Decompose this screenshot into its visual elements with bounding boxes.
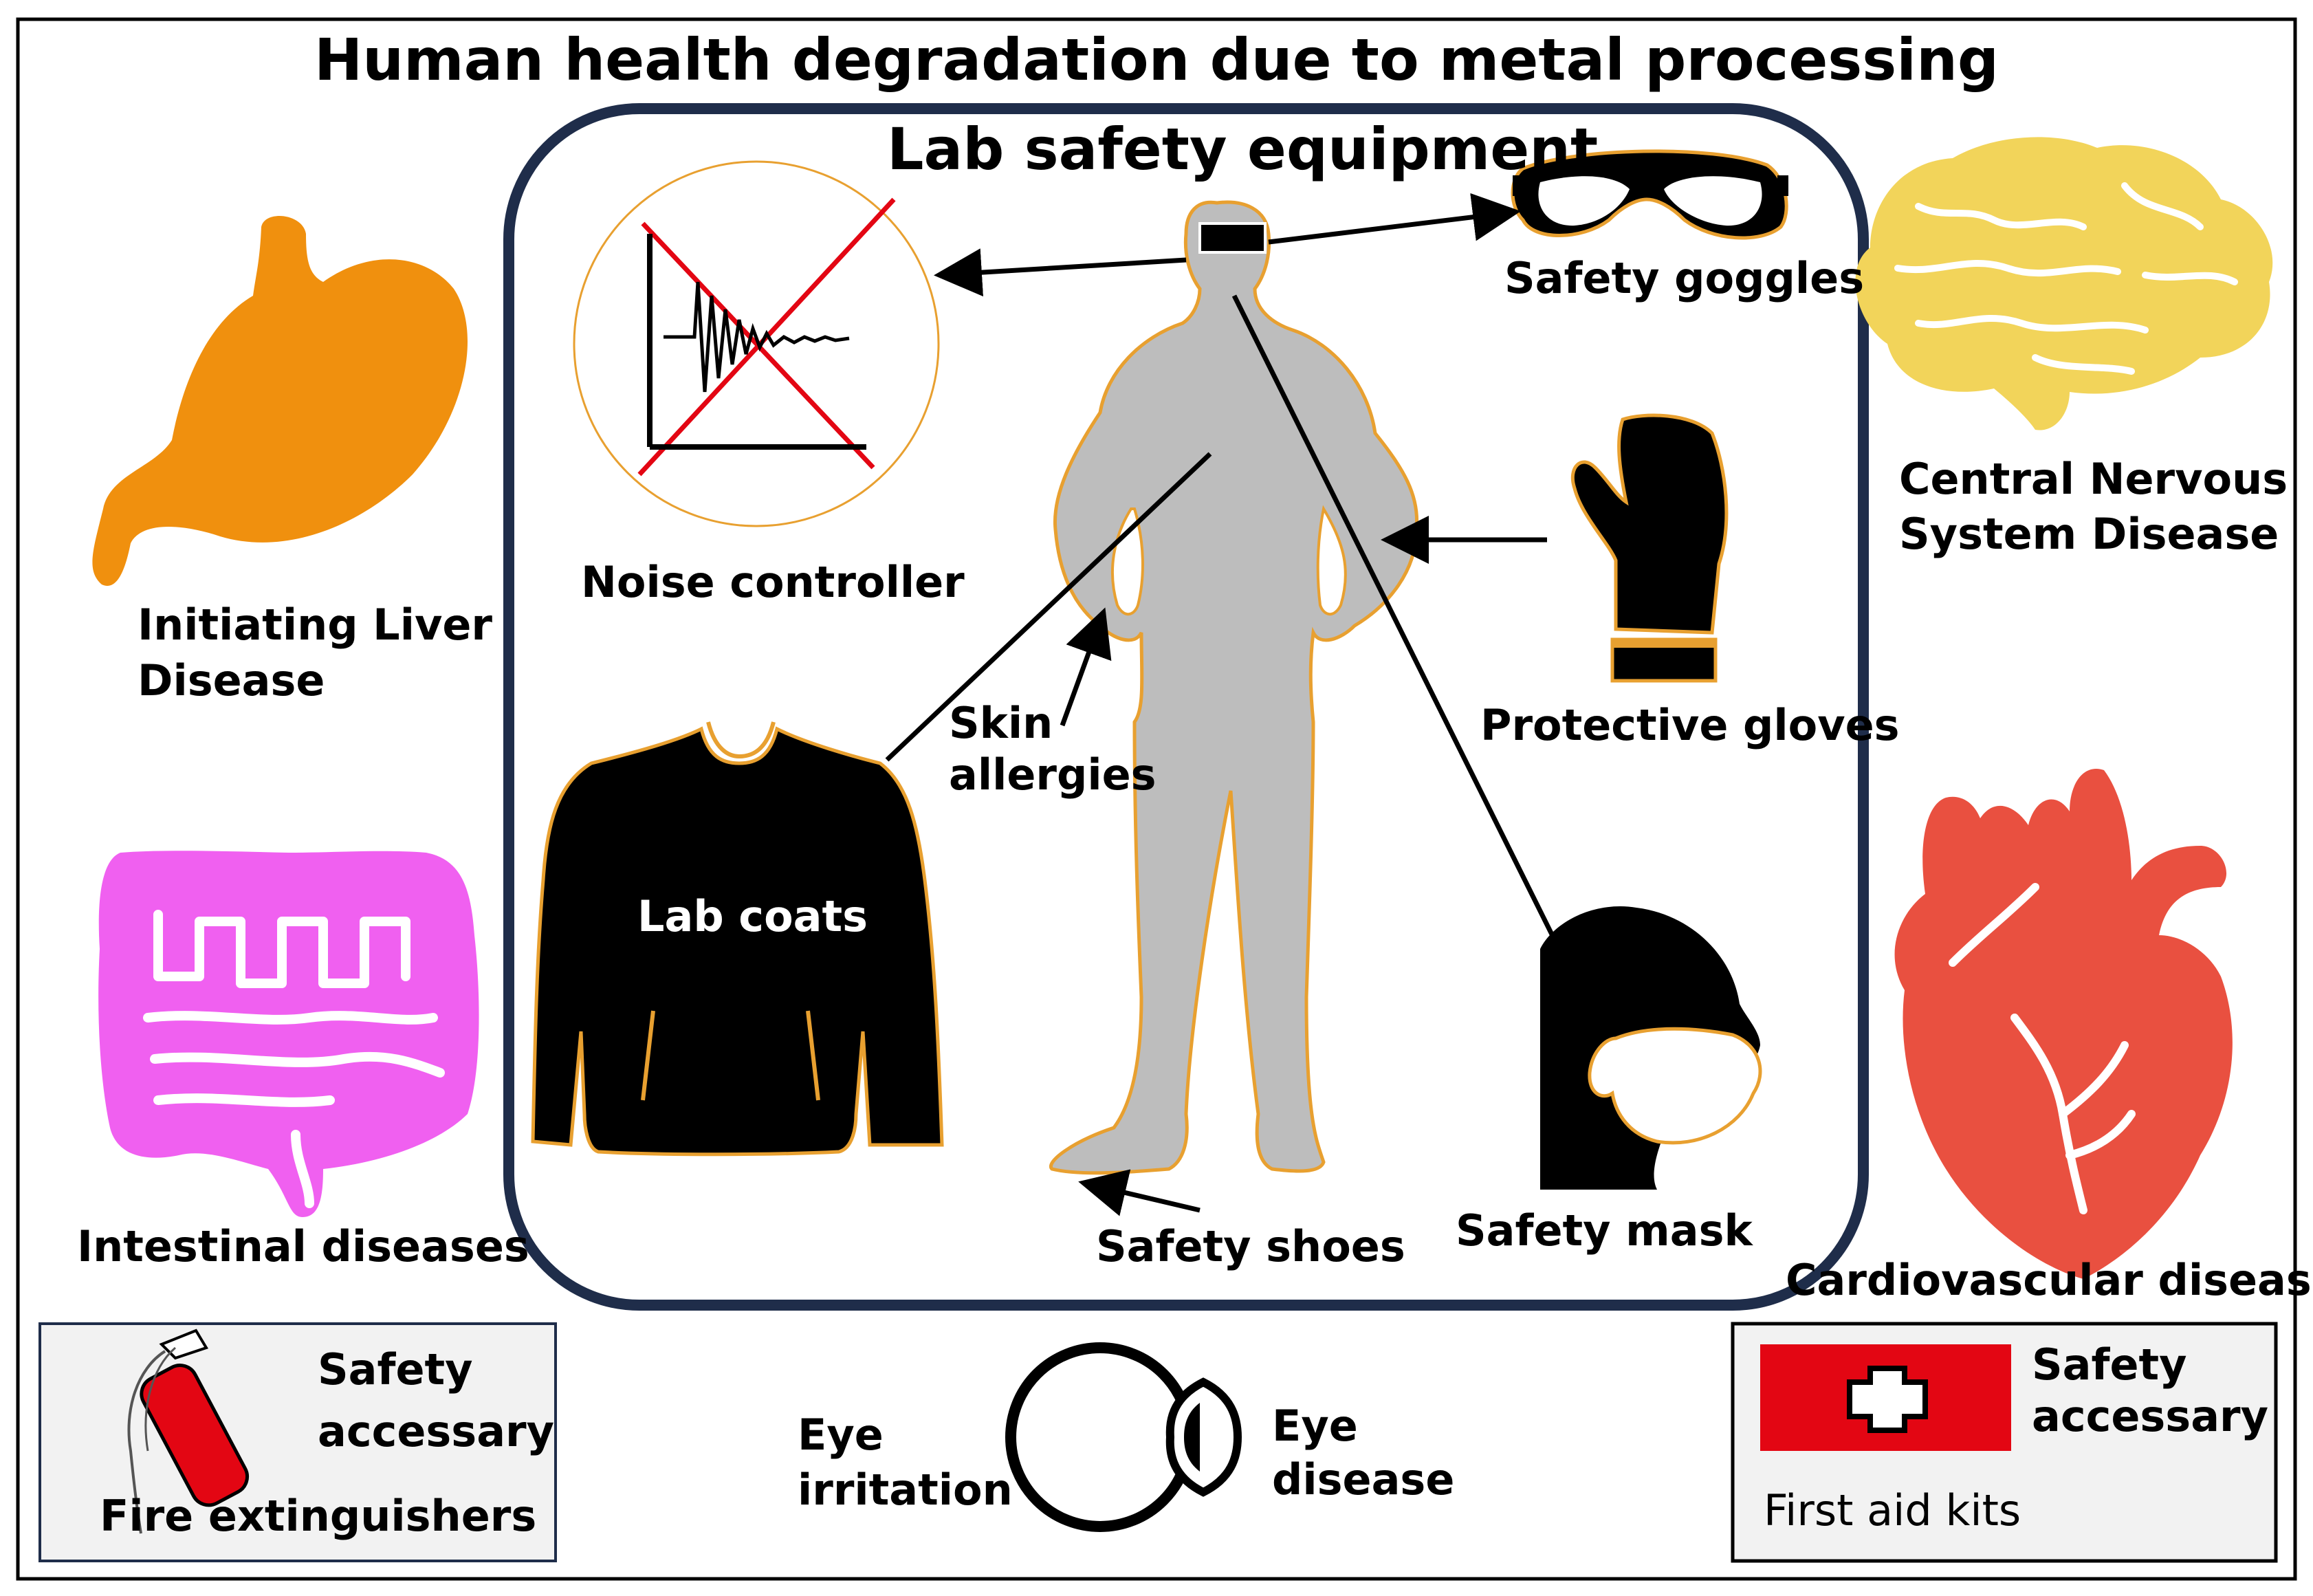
heart-icon [1894,769,2233,1279]
safety-mask-label: Safety mask [1456,1205,1753,1256]
cardiovascular-diseases-label: Cardiovascular diseases [1786,1255,2313,1305]
intestine-icon [98,851,479,1217]
liver-disease-label-line1: Initiating Liver [138,600,492,650]
noise-controller-label: Noise controller [581,557,965,607]
cns-disease-label-line1: Central Nervous [1899,454,2288,504]
liver-disease-label-line2: Disease [138,655,325,706]
connectors [885,193,1560,1216]
protective-gloves-icon [1570,413,1729,683]
eye-irritation-label-line2: irritation [798,1465,1013,1515]
page-title: Human health degradation due to metal pr… [314,26,1999,94]
first-aid-kit-icon [1760,1344,2011,1451]
safety-accessary-left-line1: Safety [318,1344,473,1395]
outer-border [16,17,2297,1581]
eye-irritation-label-line1: Eye [798,1410,884,1460]
fire-extinguisher-box [39,1322,557,1562]
safety-mask-icon [1540,906,1762,1190]
safety-accessary-right-line2: accessary [2032,1391,2269,1441]
safety-accessary-left-line2: accessary [318,1406,555,1456]
safety-goggles-icon [1511,149,1788,240]
skin-allergies-label-line1: Skin [949,698,1053,748]
skin-allergies-label-line2: allergies [949,750,1156,800]
noise-controller-icon [573,160,940,527]
safety-accessary-right-line1: Safety [2032,1340,2187,1390]
stomach-icon [92,215,468,586]
intestinal-diseases-label: Intestinal diseases [77,1221,529,1271]
cns-disease-label-line2: System Disease [1899,509,2279,559]
safety-shoes-label: Safety shoes [1096,1221,1405,1271]
lab-coats-label: Lab coats [637,891,868,941]
human-figure [1049,200,1419,1175]
brain-icon [1855,137,2273,430]
eye-disease-label-line2: disease [1272,1454,1455,1505]
fire-extinguishers-label: Fire extinguishers [100,1491,537,1541]
section-subtitle: Lab safety equipment [887,116,1599,183]
safety-goggles-label: Safety goggles [1504,253,1865,303]
protective-gloves-label: Protective gloves [1480,700,1900,750]
eye-icon [1005,1342,1242,1532]
fire-extinguisher-icon [127,1329,250,1534]
lab-coat-icon [531,721,944,1157]
first-aid-kits-label: First aid kits [1764,1485,2021,1535]
eye-disease-label-line1: Eye [1272,1401,1358,1451]
